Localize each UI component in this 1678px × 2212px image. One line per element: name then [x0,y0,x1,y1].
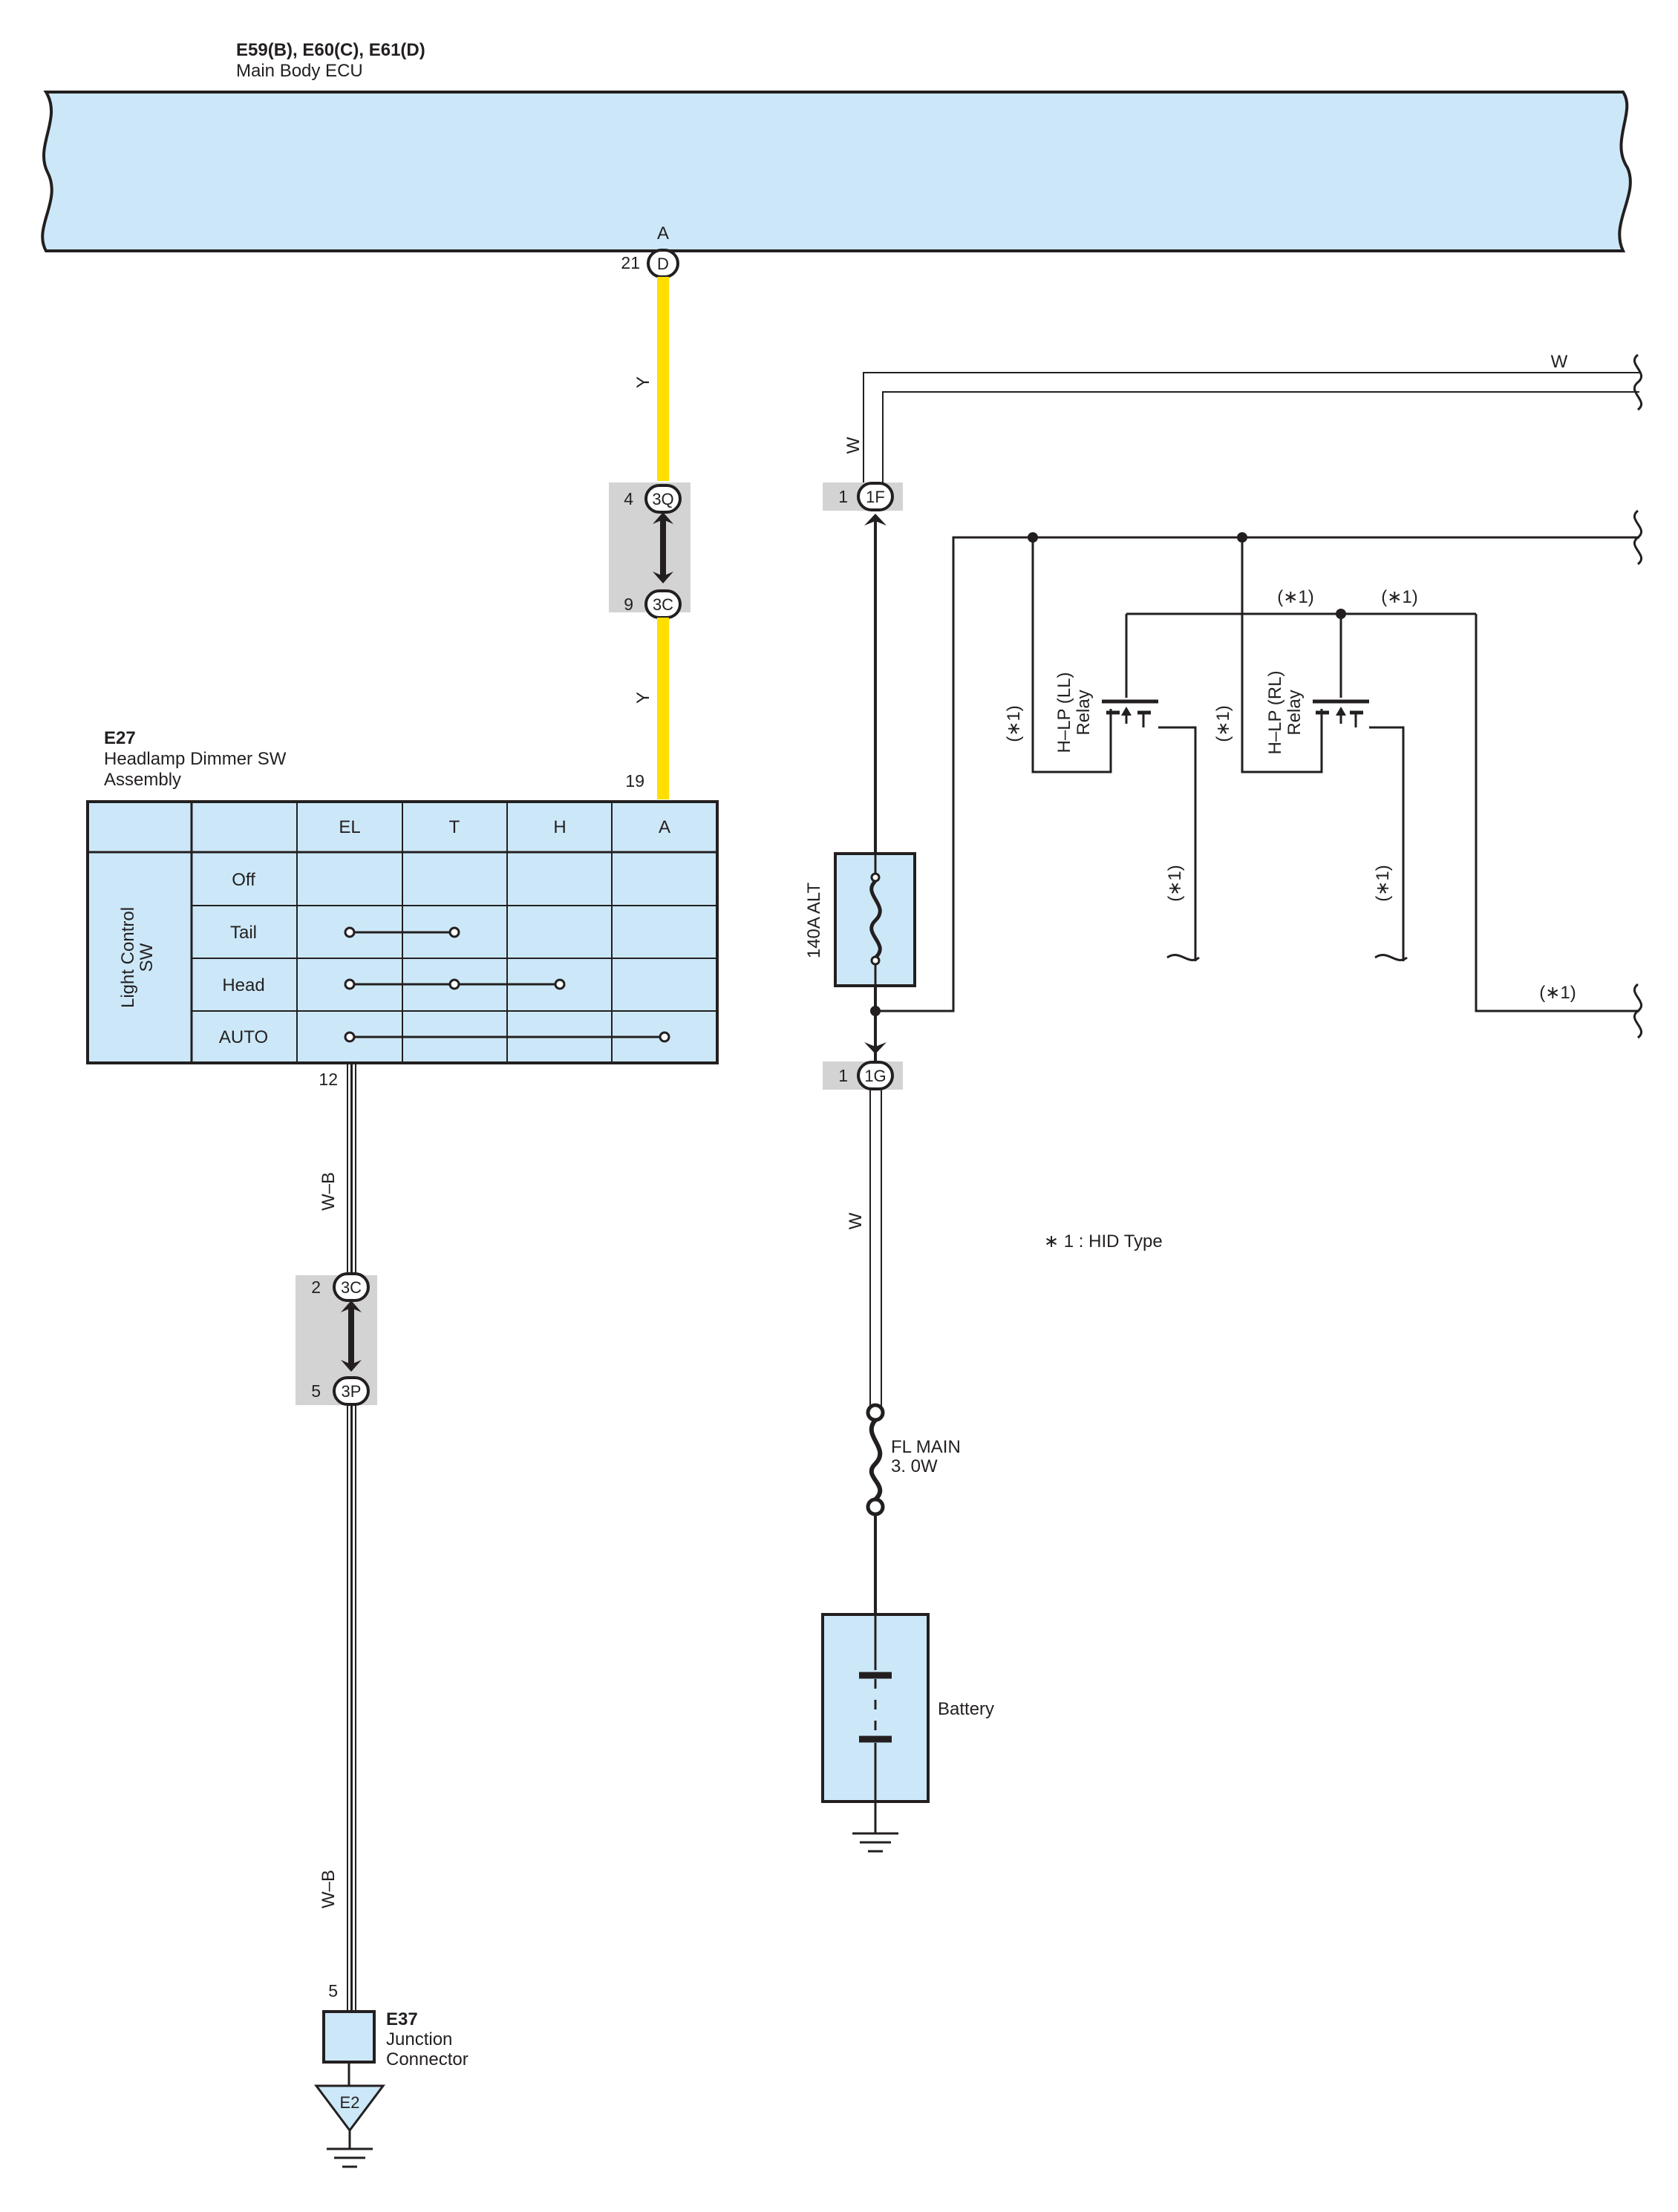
wire-wb [347,1063,356,1275]
relay-hlp-rl [1126,537,1643,1039]
wire-wb-lower [347,1404,356,2012]
wire-w-lower-label: W [846,1212,866,1229]
relay-rl-label-2: Relay [1284,690,1305,735]
relay-rl-marker: (∗1) [1213,705,1233,742]
wire-relay-feed [875,536,1639,1012]
junction-connector-code: E37 [386,2009,418,2029]
ecu-connector-code: D [657,255,669,273]
ecu-pin-21: 21 [621,253,640,272]
connector-1g: 1 1G [823,1042,903,1090]
wire-w-1f-label: W [843,436,864,454]
switch-col-t: T [449,817,460,837]
wire-wb-upper-label: W–B [319,1172,339,1211]
switch-col-a: A [659,817,670,837]
junction-connector-name-2: Connector [386,2049,469,2069]
headlamp-dimmer-switch: E27 Headlamp Dimmer SW Assembly EL T H A… [86,728,719,1064]
battery-label: Battery [938,1699,994,1719]
j1-arrow-up [653,512,673,524]
connector-1g-pin: 1 [838,1066,848,1085]
wire-w-branch-label: W [1551,352,1568,372]
wire-w-top [863,372,1639,482]
relay-hlp-ll [1031,537,1200,961]
wire-wb-lower-label: W–B [319,1870,339,1908]
fuse-fl-main-label-1: FL MAIN [891,1437,961,1457]
j2-bottom-pin: 5 [311,1381,321,1401]
ground-triangle-e2 [314,2084,385,2133]
connector-1f-code: 1F [866,488,885,506]
connector-3c-lower-code: 3C [341,1278,362,1297]
relay-ll-label-2: Relay [1074,690,1094,735]
junction-3q-3c: 4 3Q 9 3C [609,482,691,619]
relay-bus-marker-2: (∗1) [1381,587,1417,607]
connector-3p-code: 3P [342,1382,362,1401]
switch-group-label-1: Light Control [118,907,138,1008]
wire-y-upper-label: Y [633,376,653,388]
switch-col-h: H [553,817,566,837]
j2-top-pin: 2 [311,1277,321,1297]
j1-bottom-pin: 9 [624,595,633,614]
switch-row-off: Off [232,870,255,890]
wire-w-lower [869,1090,882,1407]
fuse-alt-label: 140A ALT [804,883,824,959]
switch-pin-12: 12 [319,1070,338,1089]
j1-arrow-down [653,572,673,583]
relay-out-marker-right: (∗1) [1539,983,1576,1003]
connector-3c-upper-code: 3C [653,595,673,614]
connector-3q-code: 3Q [652,490,673,508]
ground-code: E2 [340,2093,360,2112]
hid-note: ∗ 1 : HID Type [1044,1231,1163,1251]
junction-connector-pin: 5 [328,1981,338,2000]
j1-top-pin: 4 [624,489,633,508]
fuse-140a-alt [834,852,916,987]
switch-row-tail: Tail [230,923,257,943]
relay-rl-label-1: H–LP (RL) [1265,671,1285,755]
battery-ground [852,1802,898,1853]
connector-1f: 1 1F [823,482,903,526]
fuse-fl-main-label-2: 3. 0W [891,1456,938,1476]
switch-group-label-2: SW [137,943,157,972]
switch-row-head: Head [222,975,264,995]
switch-name-2: Assembly [104,770,181,790]
switch-name-1: Headlamp Dimmer SW [104,749,287,769]
switch-row-auto: AUTO [219,1027,268,1047]
fuse-fl-main [866,1403,885,1516]
connector-1g-code: 1G [864,1067,886,1085]
junction-connector-box [322,2010,376,2064]
switch-col-el: EL [339,817,360,837]
wire-break-w [1633,353,1643,411]
connector-1f-pin: 1 [838,487,848,506]
ecu-codes: E59(B), E60(C), E61(D) [236,40,425,60]
junction-connector-name-1: Junction [386,2029,452,2049]
ecu-terminal-letter: A [657,223,669,243]
relay-ll-out-marker: (∗1) [1165,865,1185,901]
ecu-body [41,91,1632,252]
switch-code: E27 [104,728,136,748]
junction-3c-3p: 2 3C 5 3P [296,1272,377,1406]
battery [821,1613,930,1803]
relay-ll-label-1: H–LP (LL) [1054,673,1074,753]
wire-y-lower-label: Y [633,692,653,704]
main-body-ecu: E59(B), E60(C), E61(D) Main Body ECU A [41,40,1632,252]
ecu-name: Main Body ECU [236,61,363,81]
relay-rl-out-marker: (∗1) [1373,865,1393,901]
junction-connector-e37: E37 Junction Connector E2 [314,2009,469,2168]
wire-y-upper [657,277,669,481]
switch-pin-19: 19 [625,771,644,791]
relay-ll-marker: (∗1) [1004,705,1024,742]
relay-bus-marker-1: (∗1) [1277,587,1313,607]
wire-y-lower [657,618,669,799]
switch-continuity [344,926,670,1043]
